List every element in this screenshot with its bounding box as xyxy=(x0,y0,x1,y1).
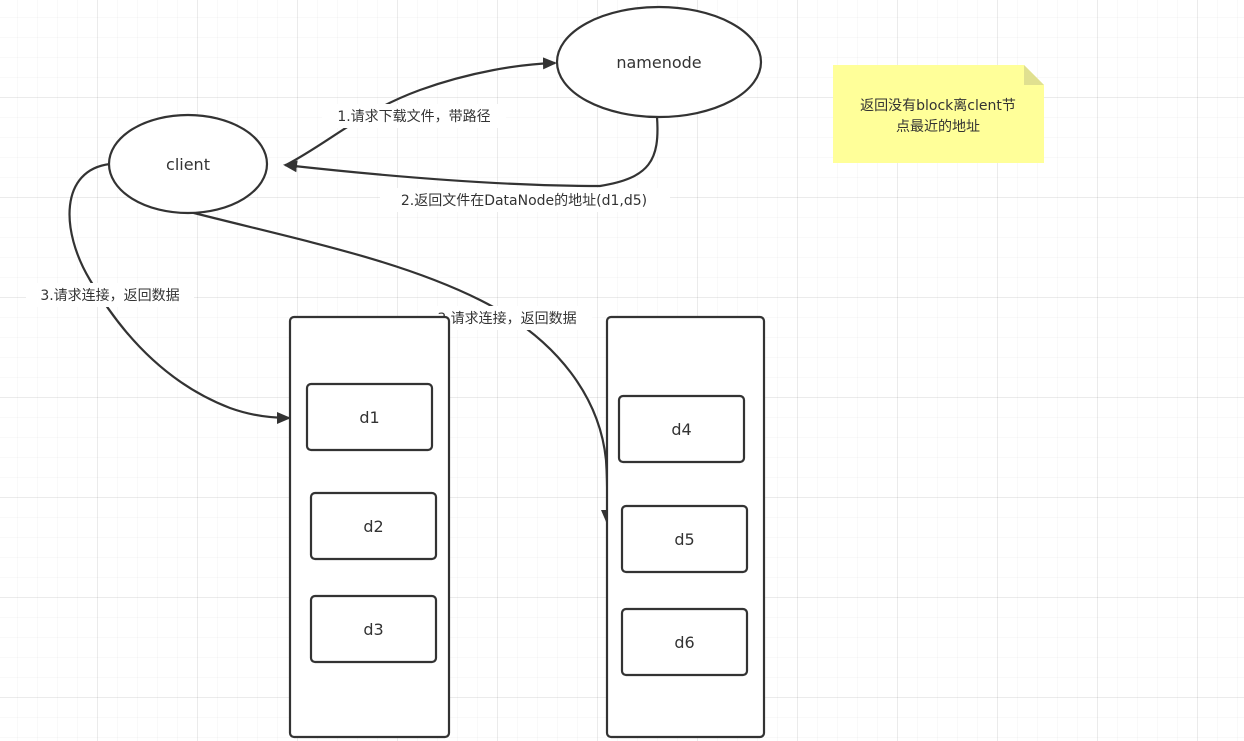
block-d6-label: d6 xyxy=(674,633,694,652)
client-label: client xyxy=(166,155,210,174)
edge-connect-left: 3.请求连接，返回数据 xyxy=(26,162,291,424)
note-fold-icon xyxy=(1024,65,1044,85)
arrow-client-to-d1 xyxy=(68,162,291,424)
block-d4: d4 xyxy=(617,394,746,464)
edge-return-address: 2.返回文件在DataNode的地址(d1,d5) xyxy=(283,116,670,212)
label-connect-left: 3.请求连接，返回数据 xyxy=(40,287,179,304)
label-request-download: 1.请求下载文件，带路径 xyxy=(337,109,490,125)
block-d2-label: d2 xyxy=(363,517,383,536)
namenode-node: namenode xyxy=(555,5,763,119)
client-node: client xyxy=(107,113,269,215)
namenode-label: namenode xyxy=(616,53,701,72)
arrow-namenode-to-client xyxy=(283,116,659,188)
label-bg-connect-left xyxy=(26,283,194,307)
note-body xyxy=(833,65,1044,163)
note-line-1: 返回没有block离clent节 xyxy=(860,97,1016,114)
block-d5-label: d5 xyxy=(674,530,694,549)
block-d4-label: d4 xyxy=(671,420,691,439)
label-connect-right: 3.请求连接，返回数据 xyxy=(437,310,576,327)
label-bg-request-download xyxy=(322,104,506,128)
block-d1-label: d1 xyxy=(359,408,379,427)
block-d2: d2 xyxy=(309,491,438,561)
edge-request-download: 1.请求下载文件，带路径 xyxy=(285,57,557,166)
label-bg-connect-right xyxy=(422,306,592,330)
label-bg-return-address xyxy=(380,188,670,212)
block-d6: d6 xyxy=(620,607,749,677)
block-d1: d1 xyxy=(305,382,434,452)
note-line-2: 点最近的地址 xyxy=(896,119,980,135)
sticky-note: 返回没有block离clent节 点最近的地址 xyxy=(833,65,1044,163)
block-d5: d5 xyxy=(620,504,749,574)
label-return-address: 2.返回文件在DataNode的地址(d1,d5) xyxy=(401,193,647,209)
block-d3-label: d3 xyxy=(363,620,383,639)
arrow-client-to-namenode xyxy=(285,57,557,166)
block-d3: d3 xyxy=(309,594,438,664)
